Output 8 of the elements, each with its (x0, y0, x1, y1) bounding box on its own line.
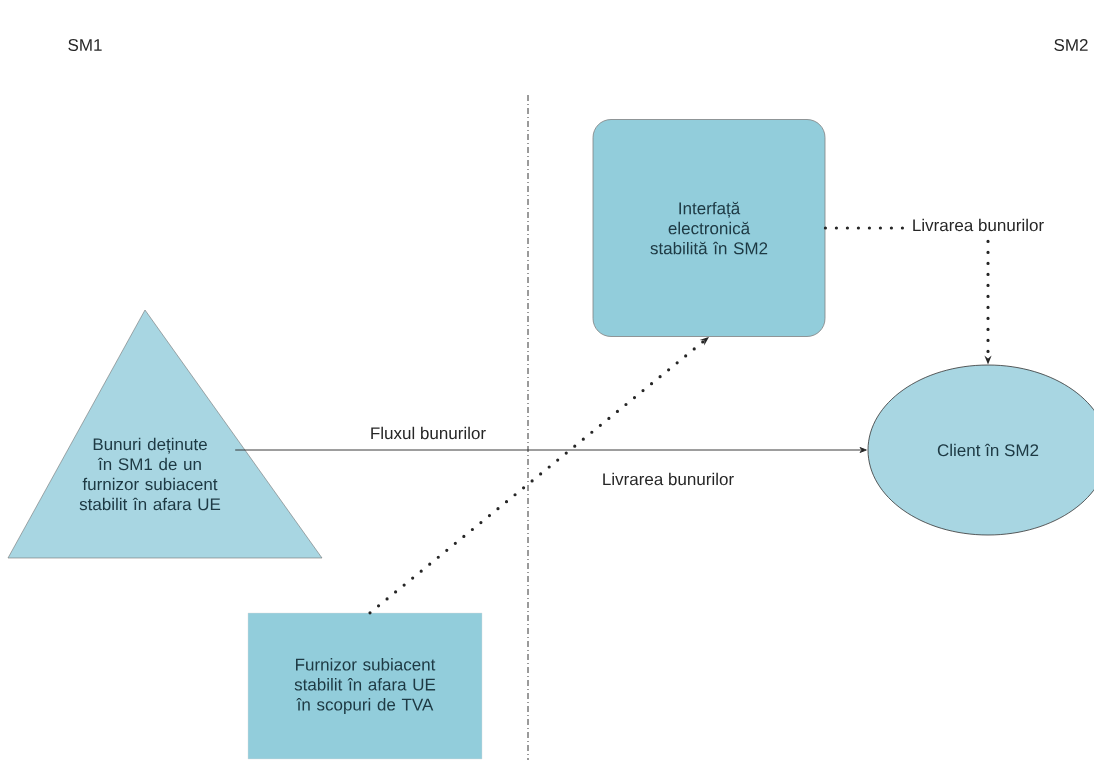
arrow (234, 447, 867, 453)
region-label: SM2 (1054, 39, 1088, 51)
process-box: Furnizor subiacent stabilit în afara UE în scopuri de TVA (247, 612, 483, 760)
region-label: SM1 (68, 39, 102, 51)
edge-label: Fluxul bunurilor (371, 426, 486, 440)
edge-label: Livrarea bunurilor (603, 472, 734, 486)
rounded-box: Interfață electronică stabilită în SM2 (592, 119, 826, 337)
edge-label: Livrarea bunurilor (909, 216, 1047, 234)
